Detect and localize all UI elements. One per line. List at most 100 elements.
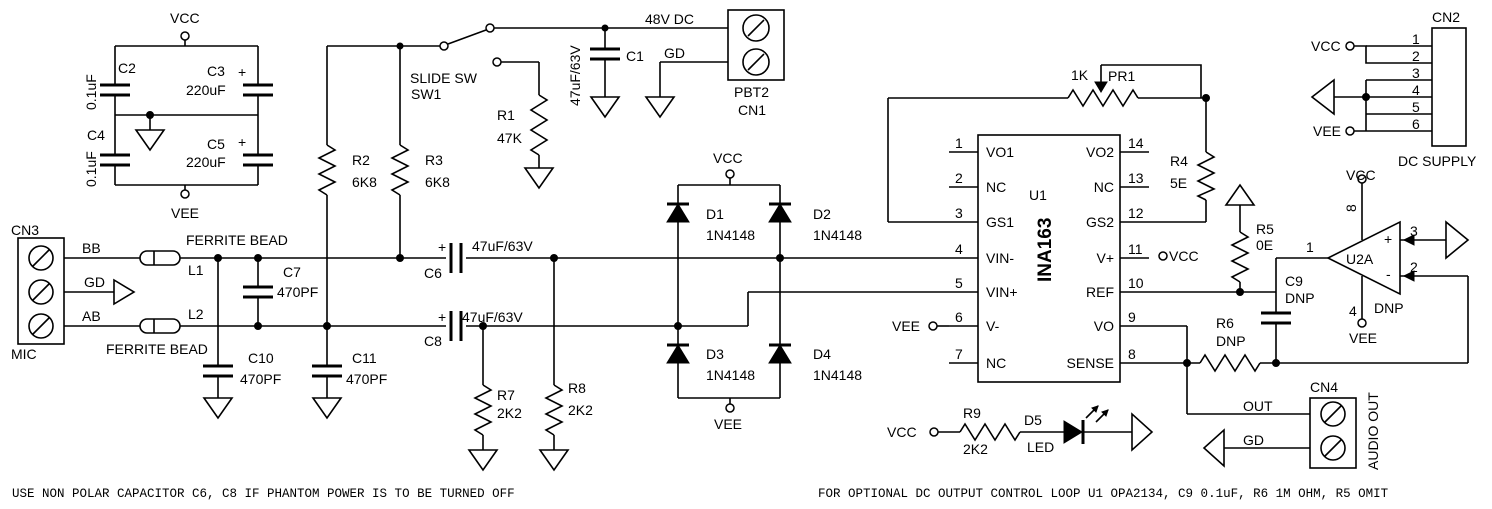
light-rays-icon bbox=[1085, 405, 1109, 423]
u2a-opamp: U2A + - 1 VCC 8 VEE 4 DNP 3 2 bbox=[1276, 167, 1470, 363]
r9-value: 2K2 bbox=[963, 441, 988, 457]
resistor-r9 bbox=[959, 422, 1021, 442]
c4-label: C4 bbox=[87, 127, 105, 143]
capacitor-c4 bbox=[100, 153, 130, 167]
cn2-pin-number: 4 bbox=[1412, 82, 1420, 98]
vee-pin bbox=[725, 403, 735, 413]
cn4-audio-out: CN4 AUDIO OUT OUT GD bbox=[1202, 379, 1381, 470]
cn1-connector bbox=[727, 9, 785, 81]
resistor-r1 bbox=[529, 94, 549, 156]
cn2-connector bbox=[1431, 27, 1467, 147]
note-phantom-power: USE NON POLAR CAPACITOR C6, C8 IF PHANTO… bbox=[12, 487, 515, 501]
vee-label: VEE bbox=[1313, 123, 1341, 139]
c6-value: 47uF/63V bbox=[472, 238, 533, 254]
mic-label: MIC bbox=[11, 346, 37, 362]
c10-label: C10 bbox=[248, 350, 274, 366]
r5-value: 0E bbox=[1256, 237, 1273, 253]
cn2-label: CN2 bbox=[1432, 9, 1460, 25]
ina163-pin-name: NC bbox=[986, 179, 1006, 195]
ina163-pin-number: 12 bbox=[1128, 205, 1144, 221]
u2a-pin3: 3 bbox=[1410, 223, 1418, 239]
capacitor-c6 bbox=[449, 243, 463, 273]
c2-value: 0.1uF bbox=[83, 74, 99, 110]
ab-label: AB bbox=[82, 308, 101, 324]
d4-label: D4 bbox=[813, 346, 831, 362]
capacitor-c7 bbox=[243, 285, 273, 299]
ina163-pin-name: GS1 bbox=[986, 214, 1014, 230]
c10-value: 470PF bbox=[240, 371, 281, 387]
vee-pin bbox=[1345, 126, 1355, 136]
r7-value: 2K2 bbox=[497, 405, 522, 421]
cn4-connector bbox=[1309, 397, 1357, 469]
resistor-r3 bbox=[390, 144, 410, 196]
capacitor-c9 bbox=[1261, 311, 1291, 325]
c8-label: C8 bbox=[424, 333, 442, 349]
vcc-label: VCC bbox=[1311, 38, 1341, 54]
ina163-pin-number: 6 bbox=[955, 309, 963, 325]
u2a-pin2: 2 bbox=[1410, 259, 1418, 275]
ferrite1-label: FERRITE BEAD bbox=[186, 232, 288, 248]
r3-label: R3 bbox=[425, 152, 443, 168]
vcc-pin bbox=[725, 169, 735, 179]
u2a-pin1: 1 bbox=[1306, 239, 1314, 255]
c1-value: 47uF/63V bbox=[567, 45, 583, 106]
out-label: OUT bbox=[1243, 398, 1273, 414]
c11-label: C11 bbox=[352, 350, 377, 366]
c4-value: 0.1uF bbox=[83, 151, 99, 187]
c7-value: 470PF bbox=[277, 284, 318, 300]
ina163-pin-number: 5 bbox=[955, 275, 963, 291]
r2-label: R2 bbox=[352, 152, 370, 168]
led-indicator: VCC R9 2K2 D5 LED bbox=[887, 405, 1154, 457]
vcc-label: VCC bbox=[713, 150, 743, 166]
ina163-label: INA163 bbox=[1035, 218, 1056, 282]
ferrite2-label: FERRITE BEAD bbox=[106, 341, 208, 357]
r4-label: R4 bbox=[1170, 153, 1188, 169]
vee-label: VEE bbox=[171, 205, 199, 221]
ina163-pin-name: VO bbox=[1094, 318, 1114, 334]
screw-terminal-icon bbox=[742, 14, 770, 76]
cn4-label: CN4 bbox=[1310, 379, 1338, 395]
u2a-plus: + bbox=[1384, 231, 1392, 247]
cn2-pin-number: 3 bbox=[1412, 65, 1420, 81]
bb-label: BB bbox=[82, 240, 101, 256]
vcc-label: VCC bbox=[887, 424, 917, 440]
capacitor-c1 bbox=[590, 47, 620, 61]
screw-terminal-icon bbox=[1320, 401, 1346, 461]
capacitor-c2 bbox=[100, 83, 130, 97]
u1-label: U1 bbox=[1029, 187, 1047, 203]
sw1-label: SW1 bbox=[411, 86, 442, 102]
sw1-common bbox=[439, 41, 449, 51]
ground-symbol bbox=[1310, 78, 1335, 116]
resistor-r5 bbox=[1230, 231, 1250, 283]
d5-label: D5 bbox=[1024, 412, 1042, 428]
dc-supply-label: DC SUPPLY bbox=[1398, 153, 1477, 169]
vcc-pin bbox=[929, 427, 939, 437]
u2a-dnp: DNP bbox=[1374, 300, 1404, 316]
r1-value: 47K bbox=[497, 130, 523, 146]
slide-sw-label: SLIDE SW bbox=[410, 70, 478, 86]
c3-value: 220uF bbox=[186, 82, 226, 98]
u2a-body bbox=[1326, 220, 1401, 296]
audio-out-label: AUDIO OUT bbox=[1365, 392, 1381, 470]
vee-label: VEE bbox=[714, 416, 742, 432]
ina163-pin-name: VIN- bbox=[986, 250, 1014, 266]
r1-label: R1 bbox=[497, 107, 515, 123]
mic-input-section: CN3 MIC BB GD AB FERRITE BEAD L1 L2 FERR… bbox=[11, 222, 949, 471]
ina163-pin-name: VO1 bbox=[986, 144, 1014, 160]
u2a-minus: - bbox=[1386, 266, 1391, 282]
diode-d4 bbox=[768, 344, 792, 364]
ina163-pin-number: 11 bbox=[1128, 241, 1143, 257]
ina163-pin-name: GS2 bbox=[1086, 214, 1114, 230]
r5-label: R5 bbox=[1256, 221, 1274, 237]
cn3-label: CN3 bbox=[11, 222, 39, 238]
ferrite-bead-l1 bbox=[139, 250, 181, 266]
pbt2-label: PBT2 bbox=[734, 84, 769, 100]
vee-label: VEE bbox=[892, 318, 920, 334]
r6-value: DNP bbox=[1216, 333, 1246, 349]
led-d5 bbox=[1063, 420, 1083, 444]
c3-plus: + bbox=[238, 64, 246, 80]
d4-value: 1N4148 bbox=[813, 367, 862, 383]
ina163-pin-number: 13 bbox=[1128, 170, 1144, 186]
